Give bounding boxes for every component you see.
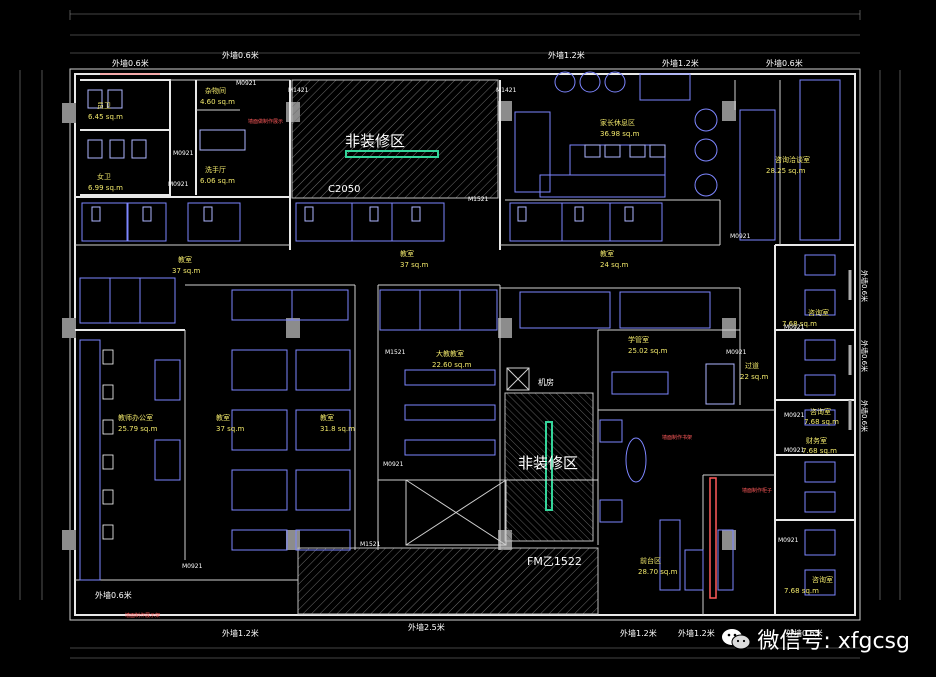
room-name: 杂物间 — [205, 86, 226, 95]
door-tag: M1421 — [496, 87, 517, 94]
door-tag: M1521 — [468, 196, 489, 203]
wall-label: 外墙1.2米 — [548, 50, 585, 60]
door-tag: M0921 — [726, 349, 747, 356]
door-c2050-label: C2050 — [328, 184, 360, 195]
non-renovation-label-top: 非装修区 — [345, 132, 405, 150]
room-area: 24 sq.m — [600, 261, 628, 269]
non-renovation-areas — [291, 79, 599, 615]
door-tag: M0921 — [182, 563, 203, 570]
room-name: 机房 — [538, 377, 554, 387]
room-area: 37 sq.m — [172, 267, 200, 275]
wall-label: 外墙0.6米 — [222, 50, 259, 60]
wall-label: 外墙1.2米 — [678, 628, 715, 638]
wall-label: 外墙0.6米 — [860, 400, 869, 432]
room-area: 31.8 sq.m — [320, 425, 355, 433]
room-name: 大教教室 — [436, 349, 464, 358]
wall-label: 外墙0.6米 — [860, 270, 869, 302]
dimension-lines — [19, 10, 901, 659]
note: 墙面做制作展示 — [248, 118, 283, 125]
door-fm-label: FM乙1522 — [527, 555, 582, 568]
room-name: 学管室 — [628, 335, 649, 344]
door-tags: M0921 M1421 M1421 M1521 M0921 M0921 M092… — [168, 80, 805, 570]
wall-label: 外墙1.2米 — [662, 58, 699, 68]
door-tag: M1521 — [360, 541, 381, 548]
outer-walls — [69, 68, 861, 621]
room-name: 财务室 — [806, 436, 827, 445]
room-name: 教室 — [320, 413, 334, 422]
room-name: 教室 — [178, 255, 192, 264]
wall-label: 外墙0.6米 — [95, 590, 132, 600]
room-area: 22.60 sq.m — [432, 361, 472, 369]
room-area: 7.68 sq.m — [782, 320, 817, 328]
exterior-wall-labels: 外墙0.6米 外墙0.6米 外墙1.2米 外墙1.2米 外墙0.6米 外墙0.6… — [95, 50, 869, 638]
room-area: 7.68 sq.m — [804, 418, 839, 426]
room-name: 教室 — [600, 249, 614, 258]
door-tag: M0921 — [778, 537, 799, 544]
room-name: 女卫 — [97, 172, 111, 181]
room-area: 25.79 sq.m — [118, 425, 158, 433]
door-tag: M0921 — [173, 150, 194, 157]
room-area: 7.68 sq.m — [802, 447, 837, 455]
wall-label: 外墙0.6米 — [766, 58, 803, 68]
room-area: 6.06 sq.m — [200, 177, 235, 185]
room-name: 家长休息区 — [600, 118, 635, 127]
room-name: 咨询室 — [812, 575, 833, 584]
non-renovation-label-center: 非装修区 — [518, 454, 578, 472]
wall-label: 外墙0.6米 — [860, 340, 869, 372]
room-name: 教室 — [400, 249, 414, 258]
room-name: 员卫 — [97, 102, 111, 110]
room-area: 37 sq.m — [400, 261, 428, 269]
furniture — [79, 71, 841, 599]
wall-label: 外墙0.6米 — [786, 628, 823, 638]
wall-label: 外墙0.6米 — [112, 58, 149, 68]
wall-label: 外墙1.2米 — [620, 628, 657, 638]
room-area: 36.98 sq.m — [600, 130, 640, 138]
door-tag: M0921 — [730, 233, 751, 240]
windows — [100, 73, 852, 430]
room-area: 28.25 sq.m — [766, 167, 806, 175]
wall-label: 外墙2.5米 — [408, 622, 445, 632]
room-name: 过道 — [745, 361, 759, 370]
wall-label: 外墙1.2米 — [222, 628, 259, 638]
zone-labels: 非装修区 非装修区 C2050 FM乙1522 — [328, 132, 582, 568]
room-area: 7.68 sq.m — [784, 587, 819, 595]
door-tag: M0921 — [236, 80, 257, 87]
door-tag: M0921 — [383, 461, 404, 468]
room-name: 前台区 — [640, 556, 661, 565]
door-tag: M0921 — [168, 181, 189, 188]
note: 墙面制作柜子 — [742, 487, 772, 494]
room-name: 咨询室 — [810, 407, 831, 416]
room-area: 6.45 sq.m — [88, 113, 123, 121]
door-tag: M0921 — [784, 447, 805, 454]
watermark: 微信号: xfgcsg — [721, 623, 910, 655]
note: 墙面制作展示架 — [125, 612, 160, 619]
door-tag: M1421 — [288, 87, 309, 94]
watermark-text: 微信号: xfgcsg — [757, 629, 910, 654]
room-area: 28.70 sq.m — [638, 568, 678, 576]
room-area: 6.99 sq.m — [88, 184, 123, 192]
room-name: 教师办公室 — [118, 413, 153, 422]
room-name: 咨询室 — [808, 308, 829, 317]
door-tag: M0921 — [784, 324, 805, 331]
door-tag: M0921 — [784, 412, 805, 419]
room-area: 37 sq.m — [216, 425, 244, 433]
door-tag: M1521 — [385, 349, 406, 356]
room-labels: 员卫 6.45 sq.m 女卫 6.99 sq.m 杂物间 4.60 sq.m … — [88, 86, 839, 595]
room-name: 咨询洽谈室 — [775, 155, 810, 164]
room-area: 22 sq.m — [740, 373, 768, 381]
room-area: 25.02 sq.m — [628, 347, 668, 355]
interior-walls — [75, 79, 855, 615]
room-name: 教室 — [216, 413, 230, 422]
room-name: 洗手厅 — [205, 165, 226, 174]
annotations: 墙面做制作展示 墙面制作书架 墙面制作柜子 墙面制作展示架 — [125, 118, 772, 619]
room-area: 4.60 sq.m — [200, 98, 235, 106]
note: 墙面制作书架 — [662, 434, 692, 441]
wechat-icon — [721, 628, 751, 650]
